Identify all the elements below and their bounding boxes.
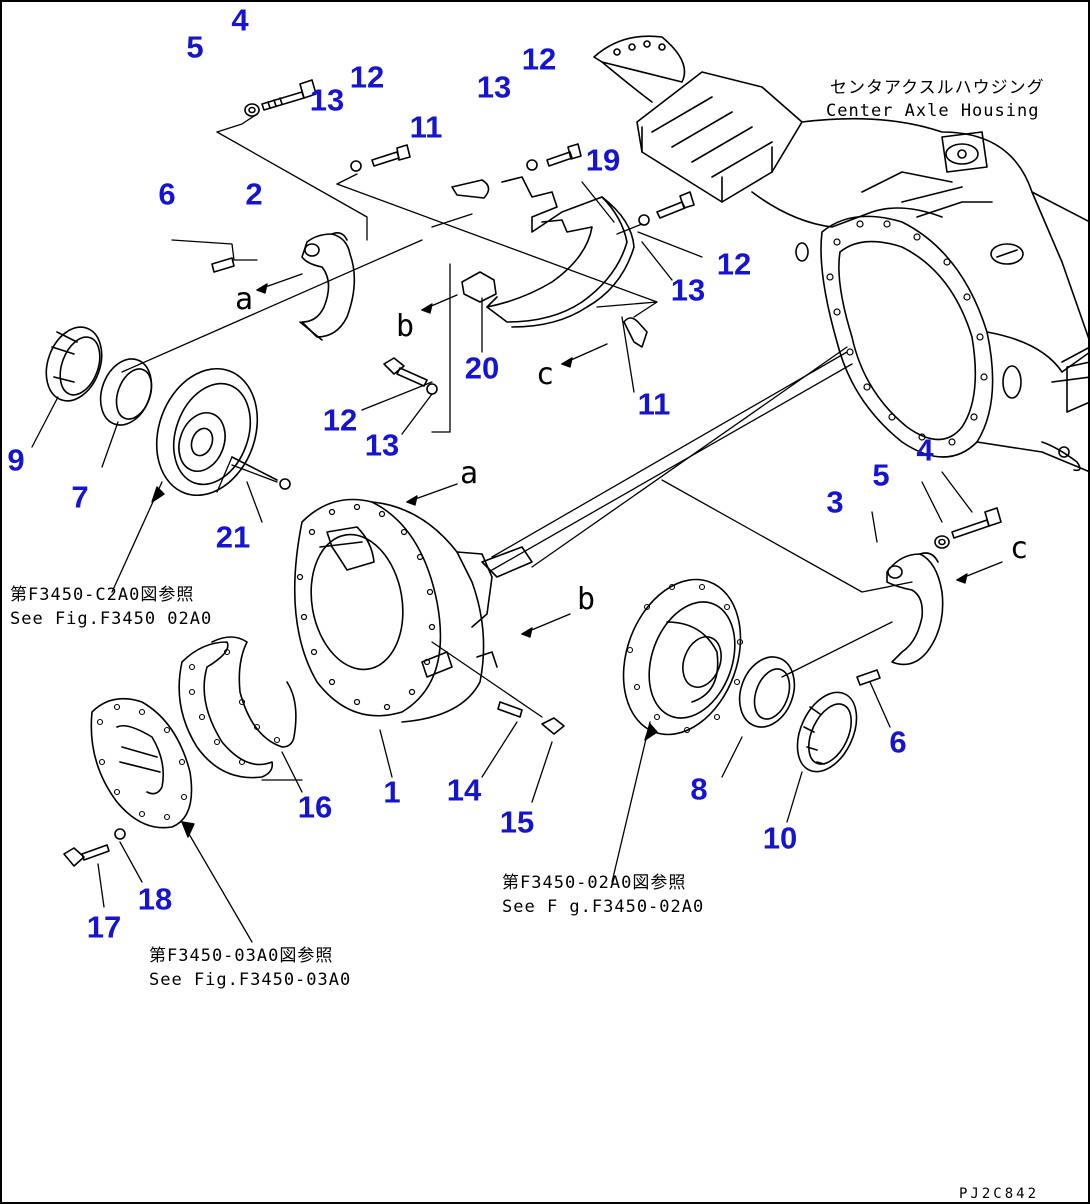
ref-note-3-jp: 第F3450-03A0図参照 [149,946,334,966]
callout-4: 4 [916,432,934,468]
callout-6: 6 [158,176,176,212]
callout-11: 11 [637,386,671,422]
bearing-race-8 [738,656,796,728]
center-axle-housing [593,35,1088,473]
callout-1: 1 [383,774,401,810]
callout-15: 15 [499,804,535,840]
seal-9 [45,326,103,402]
callout-10: 10 [762,820,798,856]
ref-letter-b: b [395,309,415,344]
ref-note-2-en: See F g.F3450-02A0 [502,897,705,917]
bracket-2 [299,232,356,341]
gasket-16 [178,636,297,779]
callout-8: 8 [690,771,708,807]
bolt-12-b [526,143,582,171]
ref-note-1-en: See Fig.F3450 02A0 [10,609,213,629]
bolt-12-d [383,357,438,395]
callout-11: 11 [409,109,443,145]
brake-plate-left [90,697,193,829]
washer-5-right [934,535,950,549]
callout-13: 13 [309,82,345,118]
ring-10 [796,691,858,773]
ref-note-3-en: See Fig.F3450-03A0 [149,970,352,990]
clip-11-top [451,179,490,199]
bracket-3 [886,552,944,666]
callout-16: 16 [297,789,333,825]
callout-20: 20 [464,350,500,386]
ref-note-2-jp: 第F3450-02A0図参照 [502,873,687,893]
callout-13: 13 [364,427,400,463]
housing-label-jp: センタアクスルハウジング [830,78,1045,98]
ref-letter-c: c [1009,531,1029,566]
callout-2: 2 [245,176,263,212]
pin-6-top [211,257,235,273]
washer-18 [114,828,126,840]
callout-13: 13 [476,69,512,105]
callout-5: 5 [872,457,890,493]
callout-9: 9 [7,442,25,478]
callout-4: 4 [231,2,249,38]
callout-3: 3 [826,484,844,520]
stud-14 [497,701,523,718]
ref-letter-b: b [576,582,596,617]
nut-15 [541,717,565,735]
callout-12: 12 [521,41,557,77]
callout-17: 17 [86,909,122,945]
pin-6-right [856,669,881,686]
bearing-race-7 [99,358,153,426]
ref-letter-a: a [234,282,254,317]
bolt-17 [63,844,110,867]
callout-12: 12 [349,59,385,95]
washer-5-top [244,103,260,117]
axle-shaft [491,351,853,571]
drawing-code: PJ2C842 [959,1186,1040,1202]
callout-14: 14 [446,772,482,808]
callout-7: 7 [71,479,89,515]
callout-21: 21 [215,519,251,555]
block-20 [461,271,497,303]
callout-13: 13 [670,272,706,308]
ref-letter-a: a [459,456,479,491]
callout-18: 18 [137,881,173,917]
clip-11-bottom [623,317,648,348]
housing-label-en: Center Axle Housing [826,101,1040,121]
callout-5: 5 [186,29,204,65]
bolt-12-c [638,191,695,226]
bolt-12-a [350,144,411,172]
hub-right [622,578,744,736]
callout-12: 12 [716,246,752,282]
bolt-4-top [261,79,317,111]
callout-19: 19 [585,142,621,178]
callout-12: 12 [322,402,358,438]
ref-note-1-jp: 第F3450-C2A0図参照 [10,585,195,605]
cover-19 [486,176,635,328]
callout-6: 6 [889,724,907,760]
hub-left [155,367,278,497]
final-drive-housing-1 [293,498,533,723]
ref-letter-c: c [535,357,555,392]
bolt-4-right [951,507,1002,539]
screw-21 [279,478,291,490]
reference-arrows [151,273,1003,838]
